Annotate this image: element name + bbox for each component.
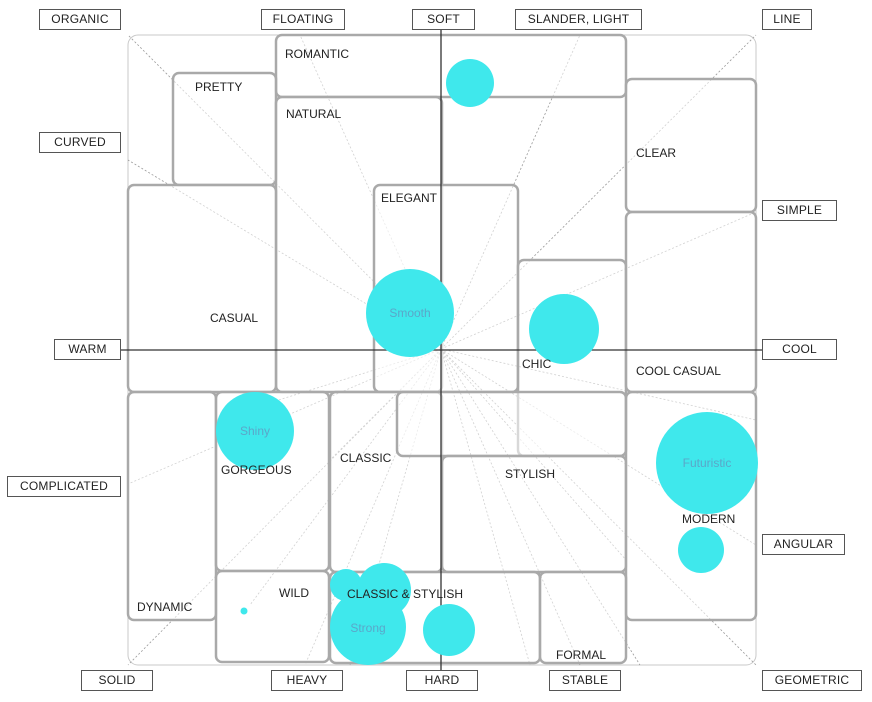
region-label-elegant: ELEGANT: [381, 191, 438, 205]
region-label-pretty: PRETTY: [195, 80, 242, 94]
bubbles: [216, 59, 758, 665]
tag-heavy: HEAVY: [271, 670, 343, 691]
region-label-chic: CHIC: [522, 357, 552, 371]
bubble-smooth: [366, 269, 454, 357]
tag-slander-light: SLANDER, LIGHT: [515, 9, 642, 30]
region-boxes: [126, 33, 758, 665]
region-formal-box: [538, 570, 628, 665]
bubble-futuristic: [656, 412, 758, 514]
region-label-casual: CASUAL: [210, 311, 258, 325]
bubble-wild-dot: [240, 607, 248, 615]
bubble-shiny: [216, 392, 294, 470]
tag-stable: STABLE: [549, 670, 621, 691]
bubble-bottom-right: [423, 604, 475, 656]
region-label-formal: FORMAL: [556, 648, 606, 662]
bubble-chic: [529, 294, 599, 364]
region-label-stylish: STYLISH: [505, 467, 555, 481]
tag-hard: HARD: [406, 670, 478, 691]
region-label-dynamic: DYNAMIC: [137, 600, 193, 614]
tag-angular: ANGULAR: [762, 534, 845, 555]
axes: [112, 28, 762, 671]
tag-complicated: COMPLICATED: [7, 476, 121, 497]
tag-warm: WARM: [54, 339, 121, 360]
region-label-classic-stylish: CLASSIC & STYLISH: [347, 587, 463, 601]
region-label-classic: CLASSIC: [340, 451, 392, 465]
region-wild-box: [214, 569, 331, 664]
tag-floating: FLOATING: [261, 9, 345, 30]
region-dynamic-box: [126, 390, 218, 622]
bubble-label-futuristic: Futuristic: [683, 456, 732, 470]
bubble-label-strong: Strong: [350, 621, 385, 635]
bubble-label-smooth: Smooth: [389, 306, 430, 320]
tag-simple: SIMPLE: [762, 200, 837, 221]
region-upper-right-box: [395, 390, 628, 458]
region-casual-box: [126, 183, 278, 394]
region-label-cool-casual: COOL CASUAL: [636, 364, 721, 378]
region-label-clear: CLEAR: [636, 146, 676, 160]
tag-solid: SOLID: [81, 670, 153, 691]
tag-line: LINE: [762, 9, 812, 30]
region-label-modern: MODERN: [682, 512, 735, 526]
bubble-label-shiny: Shiny: [240, 424, 270, 438]
bubble-strong: [330, 589, 406, 665]
tag-organic: ORGANIC: [39, 9, 121, 30]
region-label-romantic: ROMANTIC: [285, 47, 349, 61]
region-label-wild: WILD: [279, 586, 309, 600]
tag-cool: COOL: [762, 339, 837, 360]
region-label-gorgeous: GORGEOUS: [221, 463, 292, 477]
tag-soft: SOFT: [412, 9, 475, 30]
tag-geometric: GEOMETRIC: [762, 670, 862, 691]
bubble-top: [446, 59, 494, 107]
region-label-natural: NATURAL: [286, 107, 341, 121]
tag-curved: CURVED: [39, 132, 121, 153]
bubble-modern: [678, 527, 724, 573]
